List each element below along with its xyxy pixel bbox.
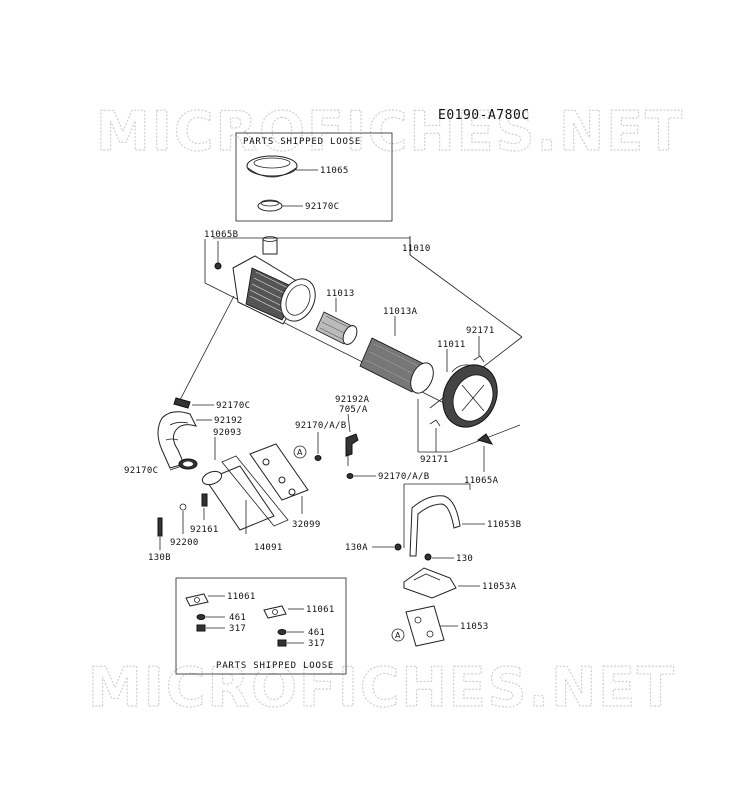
label-92161: 92161 (190, 525, 219, 535)
cover-11011: 11011 (437, 340, 498, 428)
label-92200: 92200 (170, 538, 199, 548)
label-130: 130 (456, 554, 473, 564)
air-cleaner-assembly: 11010 11065B 11013 (204, 230, 523, 486)
label-11065: 11065 (320, 166, 349, 176)
hose-92192 (157, 411, 197, 469)
bolt-130 (424, 553, 432, 561)
reference-a-lower (391, 628, 405, 642)
bolt-92161 (201, 493, 208, 507)
valve-11065a (476, 433, 494, 445)
parts-shipped-loose-box-bottom: PARTS SHIPPED LOOSE 11061 461 317 11061 … (175, 577, 347, 675)
clip-92171-bottom (429, 419, 441, 427)
clip-92171-top (473, 355, 485, 363)
plate-11053 (405, 605, 445, 647)
label-92170c-top: 92170C (305, 202, 339, 212)
housing-cylinder (245, 267, 316, 322)
breather-hose (345, 433, 359, 457)
gasket-11061-a (185, 593, 209, 607)
bracket-32099 (249, 443, 309, 501)
bracket-11053a (403, 567, 457, 599)
label-11053b: 11053B (487, 520, 521, 530)
hose-assembly: 92170C 92192 92170C 92093 14091 32099 A (124, 295, 321, 563)
parts-shipped-loose-box-top: PARTS SHIPPED LOOSE 11065 92170C (235, 132, 393, 222)
nut-317-a (196, 624, 206, 632)
precleaner-cap (246, 155, 298, 177)
washer-461-b (277, 629, 287, 635)
diagram-code: E0190-A780C (438, 108, 530, 123)
label-92171-bottom: 92171 (420, 455, 449, 465)
label-11011: 11011 (437, 340, 466, 350)
outer-filter-11013a: 11013A (359, 307, 434, 394)
watermark-top: MICROFICHES.NET (96, 100, 684, 163)
bracket-group-11053: 11053B 130A 130 11053A 11053 A (345, 483, 521, 647)
label-92170c-left: 92170C (124, 466, 158, 476)
label-11061-a: 11061 (227, 592, 256, 602)
label-461-a: 461 (229, 613, 246, 623)
label-11065b: 11065B (204, 230, 238, 240)
label-461-b: 461 (308, 628, 325, 638)
reference-a-upper (293, 445, 307, 459)
label-705a: 705/A (339, 405, 368, 415)
washer-92200 (179, 503, 187, 511)
clamp-92170ab-1 (314, 455, 322, 461)
label-92093: 92093 (213, 428, 242, 438)
label-317-a: 317 (229, 624, 246, 634)
watermark-bottom: MICROFICHES.NET (88, 656, 676, 719)
label-11010: 11010 (402, 244, 431, 254)
bolt-130b (157, 517, 163, 537)
label-11013a: 11013A (383, 307, 418, 317)
label-14091: 14091 (254, 543, 283, 553)
label-92171-top: 92171 (466, 326, 495, 336)
label-92170c-mid: 92170C (216, 401, 250, 411)
parts-shipped-loose-bottom-label: PARTS SHIPPED LOOSE (216, 661, 334, 671)
parts-shipped-loose-top-label: PARTS SHIPPED LOOSE (243, 137, 361, 147)
label-130a: 130A (345, 543, 368, 553)
label-92192: 92192 (214, 416, 243, 426)
label-92170ab-2: 92170/A/B (378, 472, 429, 482)
washer-461-a (196, 614, 206, 620)
label-11053: 11053 (460, 622, 489, 632)
inner-filter-11013: 11013 (315, 289, 358, 345)
reference-a-lower-text: A (395, 631, 401, 640)
breather-parts: 92192A 705/A 92170/A/B 92170/A/B (295, 395, 429, 482)
clamp-92170ab-2 (346, 473, 354, 479)
nut-317-b (277, 639, 287, 647)
label-92170ab-1: 92170/A/B (295, 421, 346, 431)
label-317-b: 317 (308, 639, 325, 649)
label-11065a: 11065A (464, 476, 499, 486)
label-130b: 130B (148, 553, 171, 563)
reference-a-upper-text: A (297, 448, 303, 457)
label-11053a: 11053A (482, 582, 517, 592)
band-11053b (409, 495, 461, 557)
bolt-130a (394, 543, 402, 551)
label-11013: 11013 (326, 289, 355, 299)
label-32099: 32099 (292, 520, 321, 530)
label-92192a: 92192A (335, 395, 370, 405)
gasket-11061-b (263, 605, 287, 619)
label-11061-b: 11061 (306, 605, 335, 615)
